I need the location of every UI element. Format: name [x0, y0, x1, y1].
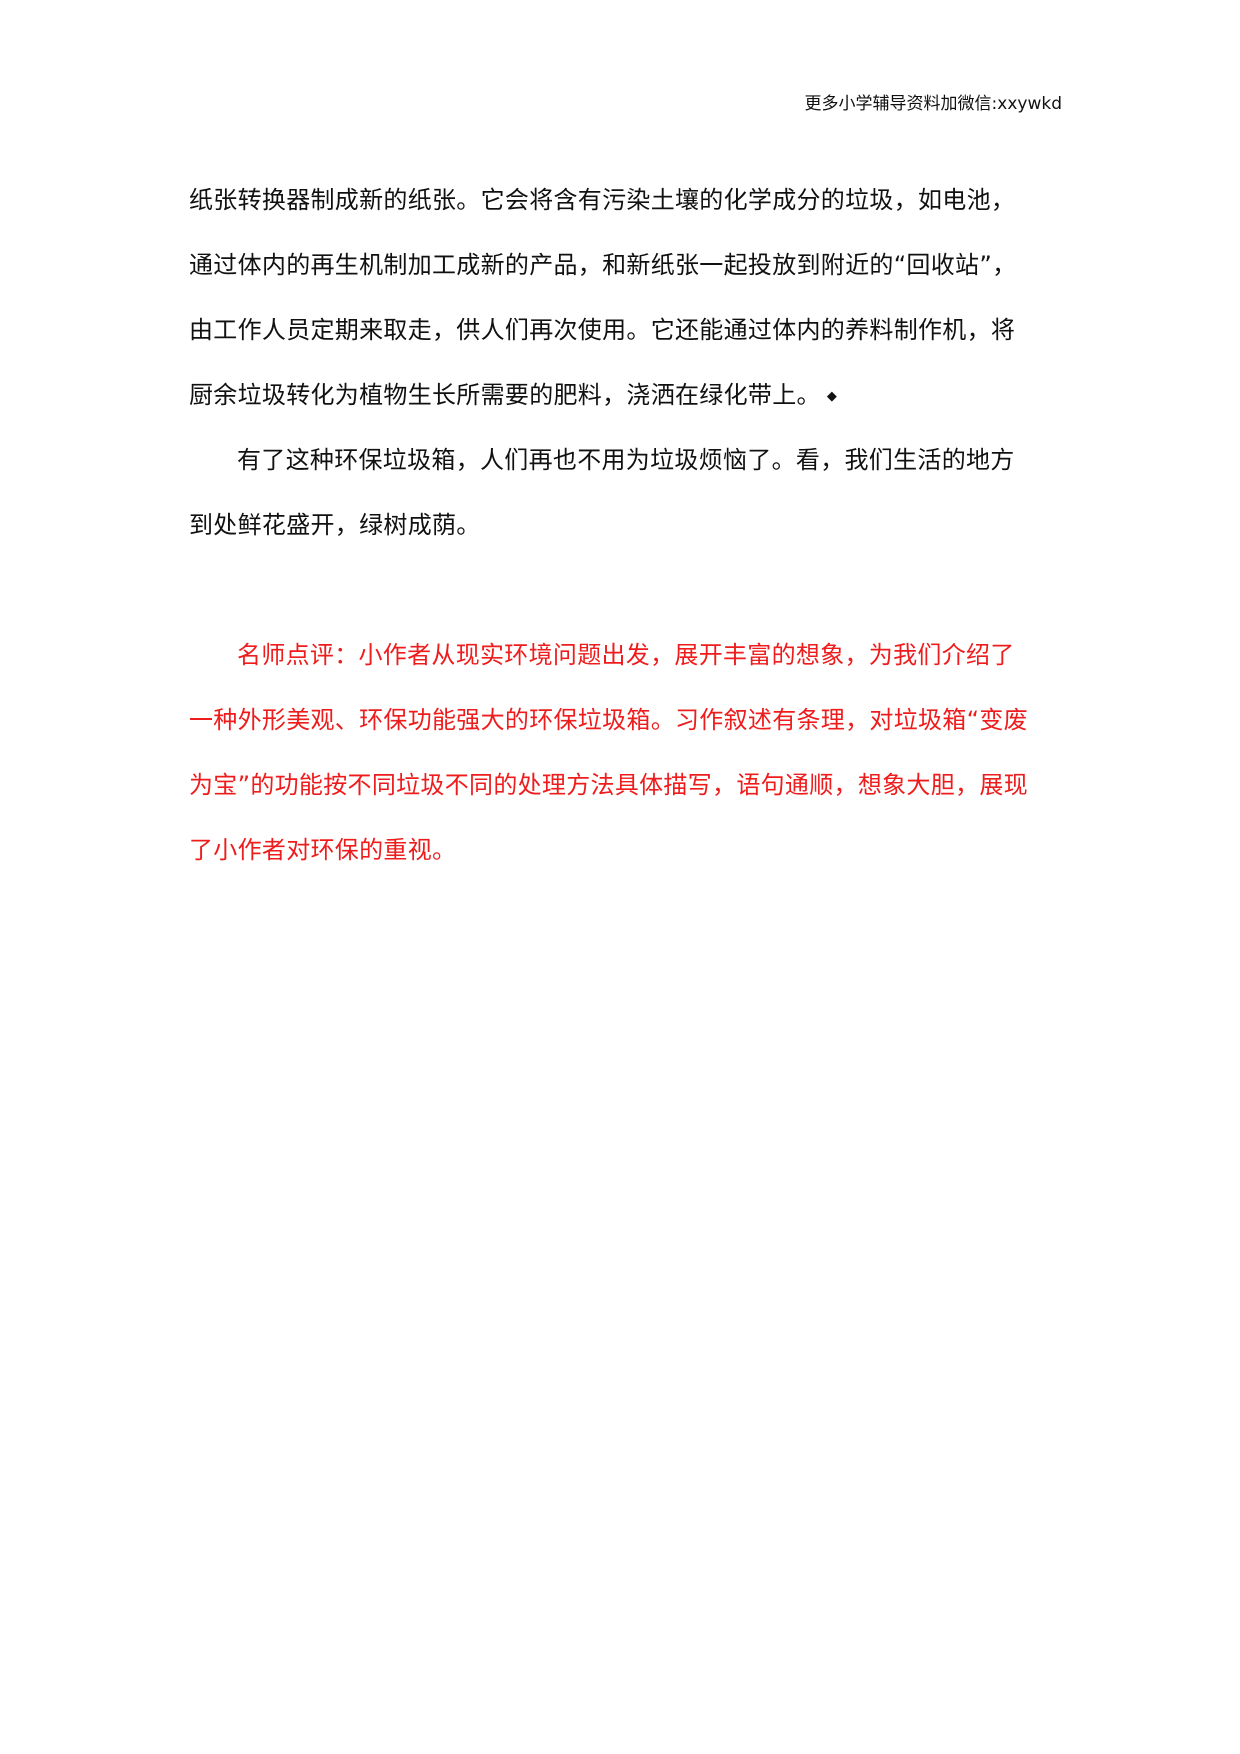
teacher-comment: 名师点评：小作者从现实环境问题出发，展开丰富的想象，为我们介绍了 一种外形美观、…	[189, 623, 1059, 883]
comment-line: 为宝”的功能按不同垃圾不同的处理方法具体描写，语句通顺，想象大胆，展现	[189, 771, 1028, 799]
comment-line: 一种外形美观、环保功能强大的环保垃圾箱。习作叙述有条理，对垃圾箱“变废	[189, 706, 1028, 734]
paragraph-1: 纸张转换器制成新的纸张。它会将含有污染土壤的化学成分的垃圾，如电池， 通过体内的…	[189, 168, 1059, 428]
comment-line: 名师点评：小作者从现实环境问题出发，展开丰富的想象，为我们介绍了	[237, 641, 1015, 669]
comment-line: 了小作者对环保的重视。	[189, 836, 457, 864]
paragraph-line-last: 厨余垃圾转化为植物生长所需要的肥料，浇洒在绿化带上。 ◆	[189, 363, 1059, 428]
paragraph-line: 由工作人员定期来取走，供人们再次使用。它还能通过体内的养料制作机，将	[189, 316, 1016, 344]
paragraph-line-text: 厨余垃圾转化为植物生长所需要的肥料，浇洒在绿化带上。	[189, 381, 821, 409]
paragraph-line: 通过体内的再生机制加工成新的产品，和新纸张一起投放到附近的“回收站”，	[189, 251, 1017, 279]
document-body: 纸张转换器制成新的纸张。它会将含有污染土壤的化学成分的垃圾，如电池， 通过体内的…	[189, 168, 1059, 883]
paragraph-line: 纸张转换器制成新的纸张。它会将含有污染土壤的化学成分的垃圾，如电池，	[189, 186, 1016, 214]
paragraph-2: 有了这种环保垃圾箱，人们再也不用为垃圾烦恼了。看，我们生活的地方 到处鲜花盛开，…	[189, 428, 1059, 558]
diamond-marker-icon: ◆	[826, 388, 838, 404]
spacer	[189, 558, 1059, 623]
header-note: 更多小学辅导资料加微信:xxywkd	[804, 94, 1062, 114]
paragraph-line: 有了这种环保垃圾箱，人们再也不用为垃圾烦恼了。看，我们生活的地方	[237, 446, 1015, 474]
paragraph-line: 到处鲜花盛开，绿树成荫。	[189, 511, 481, 539]
